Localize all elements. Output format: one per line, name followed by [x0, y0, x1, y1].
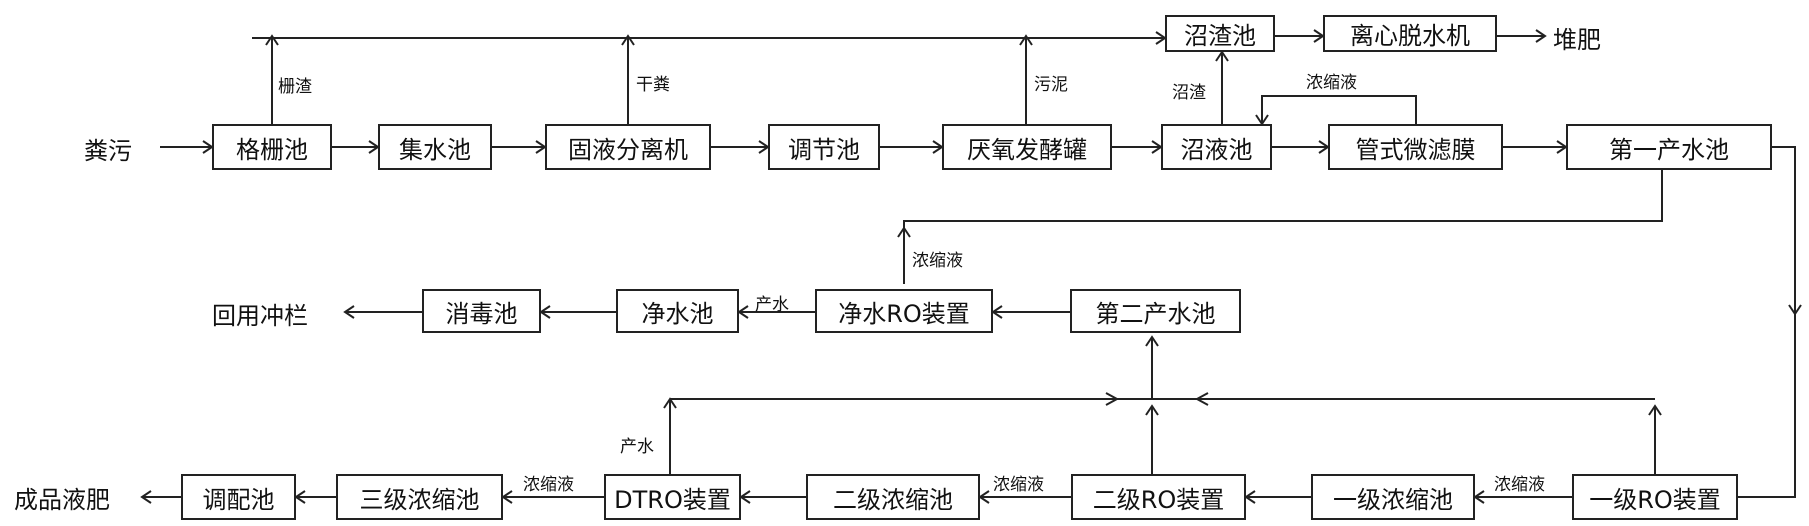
- biogas-slurry-tank-box: 沼液池: [1161, 124, 1272, 170]
- sludge-label: 污泥: [1034, 75, 1068, 95]
- clean-ro-concentrate-label: 浓缩液: [912, 251, 963, 271]
- tertiary-concentrate-tank-box: 三级浓缩池: [336, 474, 503, 520]
- primary-concentrate-label: 浓缩液: [1494, 475, 1545, 495]
- anaerobic-fermentation-tank-box: 厌氧发酵罐: [942, 124, 1112, 170]
- screenings-label: 栅渣: [278, 77, 312, 97]
- clean-product-water-label: 产水: [755, 295, 789, 315]
- finished-liquid-fertilizer-label: 成品液肥: [14, 486, 110, 514]
- membrane-concentrate-label: 浓缩液: [1306, 73, 1357, 93]
- reuse-flushing-label: 回用冲栏: [212, 302, 308, 330]
- compost-label: 堆肥: [1553, 26, 1601, 54]
- input-manure-label: 粪污: [84, 137, 132, 165]
- biogas-residue-label: 沼渣: [1172, 83, 1206, 103]
- first-product-water-tank-box: 第一产水池: [1566, 124, 1772, 170]
- collector-arrowhead-right: [1105, 392, 1120, 406]
- secondary-concentrate-label: 浓缩液: [993, 475, 1044, 495]
- first-water-to-primary-ro: [1738, 146, 1796, 498]
- blending-tank-box: 调配池: [181, 474, 296, 520]
- collection-tank-box: 集水池: [378, 124, 492, 170]
- membrane-concentrate-return: [1261, 95, 1417, 124]
- first-water-to-clean-ro: [903, 170, 1663, 284]
- solid-liquid-separator-box: 固液分离机: [545, 124, 711, 170]
- dtro-device-box: DTRO装置: [604, 474, 741, 520]
- second-product-water-tank-box: 第二产水池: [1070, 289, 1241, 333]
- clean-water-tank-box: 净水池: [616, 289, 739, 333]
- grid-tank-box: 格栅池: [212, 124, 332, 170]
- centrifugal-dewatering-machine-box: 离心脱水机: [1323, 15, 1497, 52]
- clean-water-ro-device-box: 净水RO装置: [815, 289, 993, 333]
- secondary-concentrate-tank-box: 二级浓缩池: [806, 474, 980, 520]
- tubular-microfiltration-membrane-box: 管式微滤膜: [1328, 124, 1503, 170]
- dtro-product-water-label: 产水: [620, 437, 654, 457]
- primary-ro-device-box: 一级RO装置: [1572, 474, 1738, 520]
- primary-concentrate-tank-box: 一级浓缩池: [1311, 474, 1475, 520]
- regulating-tank-box: 调节池: [768, 124, 880, 170]
- biogas-residue-tank-box: 沼渣池: [1165, 15, 1275, 52]
- dtro-concentrate-label: 浓缩液: [523, 475, 574, 495]
- collector-arrowhead-left: [1194, 392, 1209, 406]
- secondary-ro-device-box: 二级RO装置: [1071, 474, 1246, 520]
- dry-manure-label: 干粪: [636, 75, 670, 95]
- disinfection-tank-box: 消毒池: [422, 289, 541, 333]
